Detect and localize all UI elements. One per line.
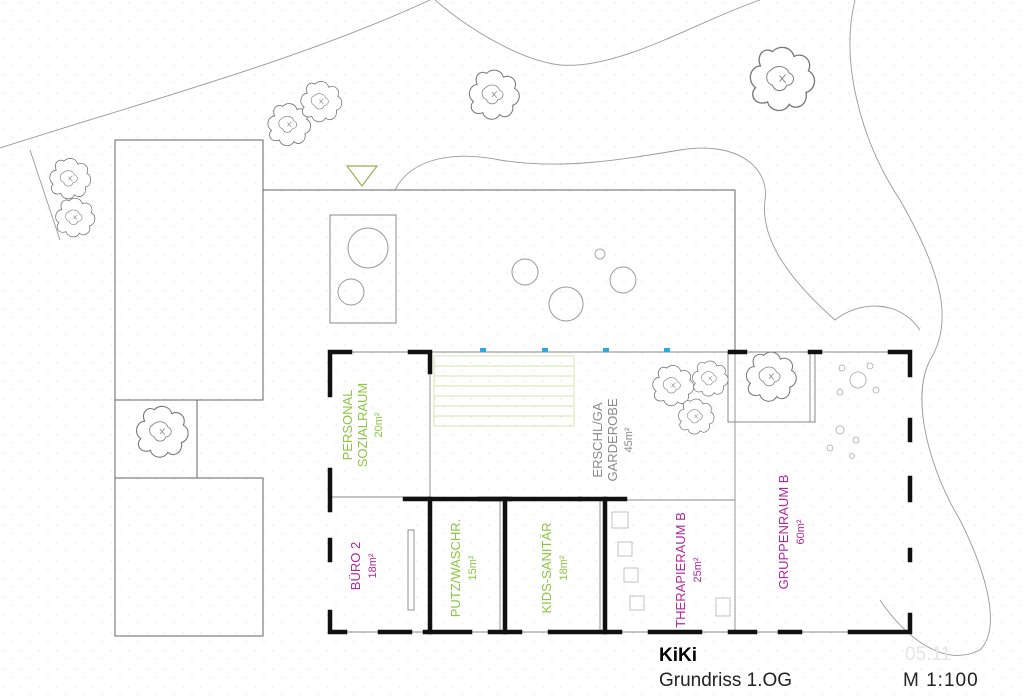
walls bbox=[327, 349, 913, 635]
room-kids: KIDS-SANITÄR 18m² bbox=[539, 522, 570, 613]
room-name: PERSONAL bbox=[340, 390, 355, 461]
tree-icon bbox=[692, 360, 729, 397]
tree-icon bbox=[300, 81, 343, 123]
room-gruppe: GRUPPENRAUM B 60m² bbox=[776, 475, 807, 590]
tree-icon bbox=[745, 351, 797, 402]
room-area: 15m² bbox=[467, 555, 479, 580]
tree-icon bbox=[55, 197, 96, 238]
tree-icon bbox=[49, 158, 92, 200]
tree-icon bbox=[135, 405, 189, 458]
entrance-triangle bbox=[345, 165, 379, 187]
room-area: 20m² bbox=[373, 412, 385, 437]
room-area: 60m² bbox=[795, 519, 807, 544]
staircase bbox=[433, 355, 575, 427]
tree-icon bbox=[678, 398, 715, 435]
room-name: SOZIALRAUM bbox=[355, 383, 370, 468]
tree-icon bbox=[749, 46, 816, 112]
project-title: KiKi bbox=[659, 645, 697, 666]
room-area: 18m² bbox=[367, 553, 379, 578]
room-erschl: ERSCHL/GA GARDEROBE 45m² bbox=[590, 398, 635, 481]
drawing-title: Grundriss 1.OG bbox=[659, 670, 793, 691]
room-putz: PUTZ/WASCHR. 15m² bbox=[448, 519, 479, 617]
group-room-furniture bbox=[826, 362, 880, 459]
sheet-number: 05.11 bbox=[905, 644, 952, 665]
tree-icon bbox=[468, 69, 520, 120]
room-name: BÜRO 2 bbox=[348, 542, 363, 590]
room-name: ERSCHL/GA bbox=[590, 402, 605, 477]
drawing-scale: M 1:100 bbox=[903, 670, 979, 691]
room-personal: PERSONAL SOZIALRAUM 20m² bbox=[340, 383, 385, 468]
room-area: 25m² bbox=[692, 557, 704, 582]
room-name: GRUPPENRAUM B bbox=[776, 475, 791, 590]
room-name: PUTZ/WASCHR. bbox=[448, 519, 463, 617]
room-therapie: THERAPIERAUM B 25m² bbox=[673, 512, 704, 628]
room-name: KIDS-SANITÄR bbox=[539, 522, 554, 613]
room-buero: BÜRO 2 18m² bbox=[348, 542, 379, 590]
site-lines bbox=[0, 0, 991, 656]
tree-icon bbox=[652, 365, 695, 407]
room-name: GARDEROBE bbox=[605, 398, 620, 481]
room-name: THERAPIERAUM B bbox=[673, 512, 688, 628]
room-area: 18m² bbox=[558, 555, 570, 580]
therapy-furniture bbox=[611, 511, 731, 617]
room-area: 45m² bbox=[623, 427, 635, 452]
